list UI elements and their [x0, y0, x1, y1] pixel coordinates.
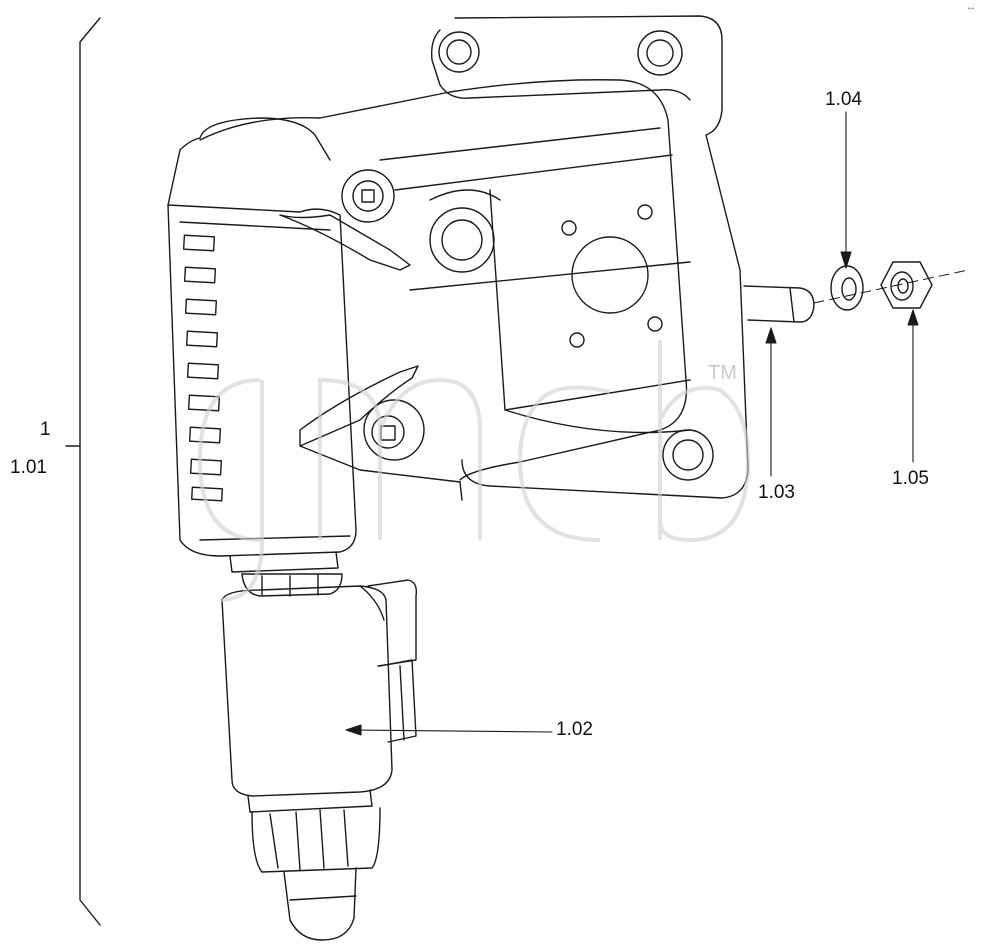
axis-centerline	[813, 269, 969, 304]
label-1-04: 1.04	[825, 89, 862, 110]
connector-fins	[182, 234, 223, 502]
label-1-01: 1.01	[10, 457, 47, 478]
label-assembly-1: 1	[40, 419, 51, 440]
label-1-03: 1.03	[758, 482, 795, 503]
label-1-05: 1.05	[892, 468, 929, 489]
leader-lines	[345, 111, 919, 736]
pump-body	[199, 15, 749, 501]
assembly-bracket	[65, 17, 101, 926]
shaft	[743, 285, 815, 323]
spring-washer	[830, 265, 864, 311]
hex-nut	[880, 261, 933, 309]
solenoid-coil	[221, 579, 418, 941]
label-1-02: 1.02	[556, 719, 593, 740]
connector-housing	[167, 117, 357, 597]
corner-arrow-icon[interactable]: ↔	[966, 2, 976, 13]
watermark-trademark: TM	[708, 362, 737, 384]
